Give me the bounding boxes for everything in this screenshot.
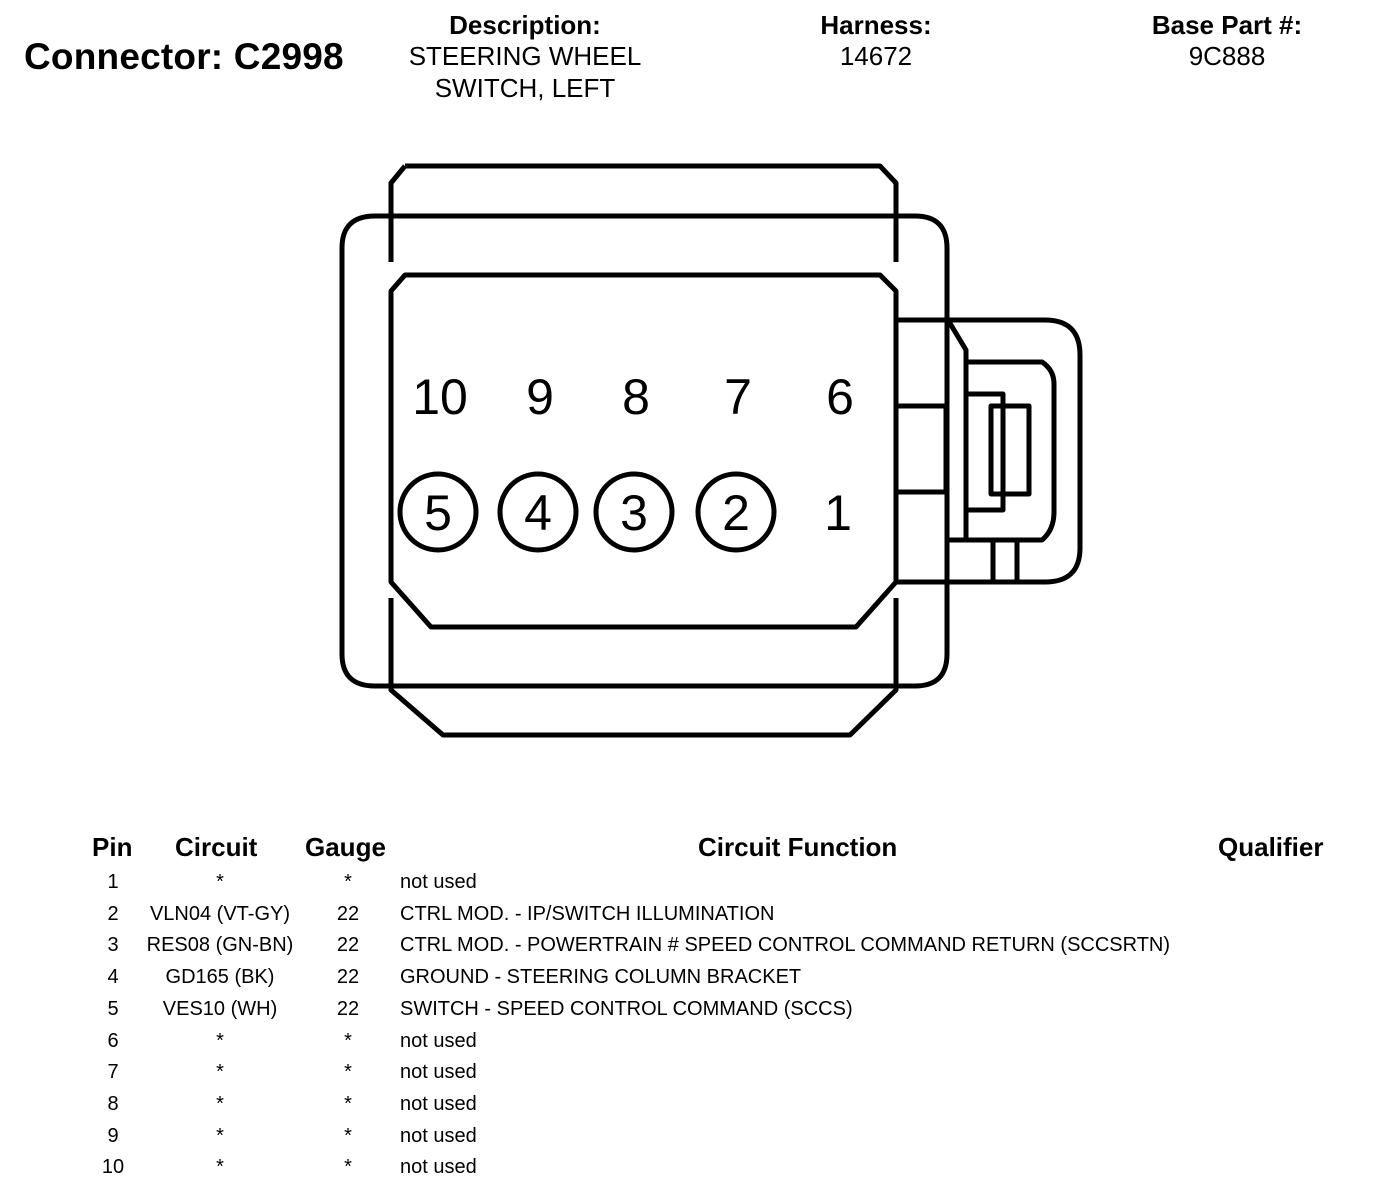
description-line-1: STEERING WHEEL: [408, 41, 642, 71]
header-qualifier: Qualifier: [1218, 832, 1324, 862]
pin-cell: 4: [107, 966, 119, 989]
pin-cell: 7: [107, 1061, 119, 1084]
header-circuit-function: Circuit Function: [698, 832, 898, 862]
circuit-cell: RES08 (GN-BN): [146, 934, 294, 957]
housing-outer-frame: [388, 163, 899, 738]
circuit-function-cell: not used: [400, 1029, 477, 1052]
pin-cell: 5: [107, 997, 119, 1020]
circuit-function-cell: SWITCH - SPEED CONTROL COMMAND (SCCS): [400, 997, 853, 1020]
pin-circle-2: [695, 471, 777, 553]
gauge-cell: 22: [336, 966, 360, 989]
connector-title: Connector: C2998: [24, 36, 344, 77]
base-part-label: Base Part #:: [1151, 10, 1303, 40]
latch-button: [988, 403, 1032, 497]
table-row: 10 * * not used: [0, 1155, 1376, 1187]
latch-legs: [990, 540, 1020, 582]
table-row: 7 * * not used: [0, 1060, 1376, 1092]
pin-label-2: 2: [722, 485, 750, 541]
circuit-cell: *: [216, 871, 224, 893]
gauge-cell: 22: [336, 934, 360, 957]
pin-label-9: 9: [526, 369, 554, 425]
base-part-block: Base Part #: 9C888: [1127, 10, 1327, 72]
description-block: Description: STEERING WHEEL SWITCH, LEFT: [385, 10, 665, 104]
pin-label-5: 5: [424, 485, 452, 541]
pin-cell: 1: [107, 871, 119, 893]
table-row: 6 * * not used: [0, 1029, 1376, 1061]
circuit-function-cell: not used: [400, 1156, 477, 1179]
circuit-cell: *: [216, 1029, 224, 1052]
pin-label-6: 6: [826, 369, 854, 425]
circuit-cell: GD165 (BK): [165, 966, 275, 989]
connector-face-diagram: 10 9 8 7 6 5 4 3 2 1: [339, 163, 1083, 738]
pin-cell: 2: [107, 902, 119, 925]
pin-label-7: 7: [724, 369, 752, 425]
gauge-cell: 22: [336, 902, 360, 925]
table-row: 5 VES10 (WH) 22 SWITCH - SPEED CONTROL COMM…: [0, 997, 1376, 1029]
circuit-function-cell: not used: [400, 1061, 477, 1084]
harness-block: Harness: 14672: [776, 10, 976, 72]
pin-label-3: 3: [620, 485, 648, 541]
pin-label-10: 10: [412, 369, 468, 425]
latch-inner: [945, 318, 1057, 543]
header-circuit: Circuit: [175, 832, 258, 862]
circuit-function-cell: CTRL MOD. - IP/SWITCH ILLUMINATION: [400, 902, 775, 925]
header-pin: Pin: [92, 832, 133, 862]
harness-label: Harness:: [820, 10, 932, 40]
latch-outline: [896, 317, 1083, 585]
gauge-cell: *: [344, 1156, 352, 1179]
header-gauge: Gauge: [305, 832, 386, 862]
pin-circle-5: [397, 471, 479, 553]
gauge-cell: *: [344, 871, 352, 893]
table-row: 3 RES08 (GN-BN) 22 CTRL MOD. - POWERTRAIN #…: [0, 933, 1376, 965]
table-row: 2 VLN04 (VT-GY) 22 CTRL MOD. - IP/SWITCH IL…: [0, 902, 1376, 934]
circuit-cell: VLN04 (VT-GY): [149, 902, 291, 925]
pin-label-4: 4: [524, 485, 552, 541]
table-row: 9 * * not used: [0, 1124, 1376, 1156]
table-row: 8 * * not used: [0, 1092, 1376, 1124]
pin-circle-3: [593, 471, 675, 553]
latch-key: [966, 391, 1006, 513]
pin-label-8: 8: [622, 369, 650, 425]
circuit-cell: *: [216, 1092, 224, 1115]
circuit-function-cell: CTRL MOD. - POWERTRAIN # SPEED CONTROL C…: [400, 934, 1171, 957]
table-row: 4 GD165 (BK) 22 GROUND - STEERING COLUMN BR…: [0, 965, 1376, 997]
harness-value: 14672: [839, 41, 913, 71]
base-part-value: 9C888: [1188, 41, 1266, 71]
table-row: 1 * * not used: [0, 870, 1376, 902]
pin-label-1: 1: [824, 485, 852, 541]
gauge-cell: *: [344, 1124, 352, 1147]
pin-circle-4: [497, 471, 579, 553]
description-label: Description:: [449, 10, 601, 40]
description-line-2: SWITCH, LEFT: [434, 73, 616, 103]
gauge-cell: 22: [336, 997, 360, 1020]
circuit-function-cell: not used: [400, 871, 477, 893]
circuit-cell: VES10 (WH): [162, 997, 278, 1020]
circuit-cell: *: [216, 1156, 224, 1179]
circuit-cell: *: [216, 1124, 224, 1147]
housing-body: [339, 213, 950, 689]
circuit-function-cell: not used: [400, 1092, 477, 1115]
circuit-function-cell: GROUND - STEERING COLUMN BRACKET: [400, 966, 802, 989]
gauge-cell: *: [344, 1029, 352, 1052]
pin-cell: 8: [107, 1092, 119, 1115]
circuit-function-cell: not used: [400, 1124, 477, 1147]
pin-face-frame: [388, 272, 899, 630]
pin-cell: 9: [107, 1124, 119, 1147]
pin-cell: 10: [101, 1156, 125, 1179]
circuit-cell: *: [216, 1061, 224, 1084]
gauge-cell: *: [344, 1092, 352, 1115]
pin-cell: 3: [107, 934, 119, 957]
gauge-cell: *: [344, 1061, 352, 1084]
latch-tab: [896, 403, 949, 495]
pin-cell: 6: [107, 1029, 119, 1052]
